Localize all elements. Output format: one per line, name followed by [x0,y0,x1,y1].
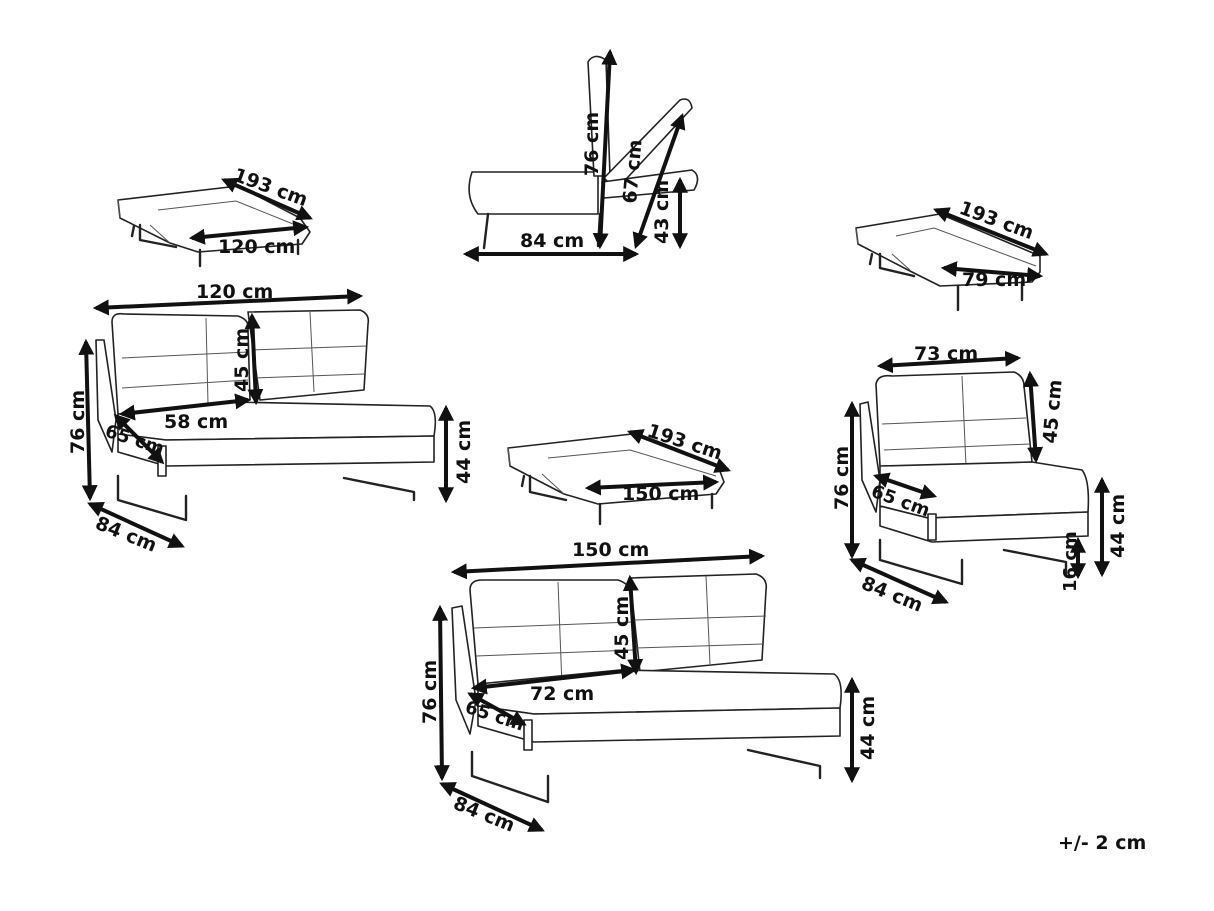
profile-bed-height-label: 43 cm [651,180,673,244]
tolerance-note: +/- 2 cm [1058,832,1147,854]
sofa-large-depth-label: 84 cm [450,792,518,836]
sofa-small-seat-width-label: 58 cm [164,411,228,433]
sofa-small-height-label: 76 cm [67,390,89,454]
sofa-small-drawing [95,309,437,522]
sofa-large-back-height-label: 45 cm [611,596,633,660]
bed-chair-width-label: 79 cm [962,269,1026,291]
sofa-small-back-height-label: 45 cm [231,328,253,392]
sofa-large-height-label: 76 cm [419,660,441,724]
chair-drawing [859,371,1090,586]
profile-back-height-label: 76 cm [581,112,603,176]
chair-width-label: 73 cm [914,343,978,365]
chair-leg-height-label: 16 cm [1060,531,1081,592]
profile-dims: 76 cm 67 cm 43 cm 84 cm [462,48,688,262]
chair-seat-height-label: 44 cm [1107,494,1129,558]
bed-small-width-label: 120 cm [218,236,295,258]
sofa-large-seat-width-label: 72 cm [530,683,594,705]
chair-dims: 73 cm 45 cm 76 cm 65 cm 84 cm 44 cm 16 c… [831,343,1129,617]
sofa-small-seat-height-label: 44 cm [453,420,475,484]
sofa-small-width-label: 120 cm [196,281,273,303]
sofa-large-seat-height-label: 44 cm [857,696,879,760]
chair-back-height-label: 45 cm [1039,379,1067,445]
chair-height-label: 76 cm [831,446,853,510]
sofa-large-width-label: 150 cm [572,539,649,561]
profile-depth-label: 84 cm [520,230,584,252]
bed-large-width-label: 150 cm [622,483,699,505]
sofa-large-drawing [451,573,842,804]
